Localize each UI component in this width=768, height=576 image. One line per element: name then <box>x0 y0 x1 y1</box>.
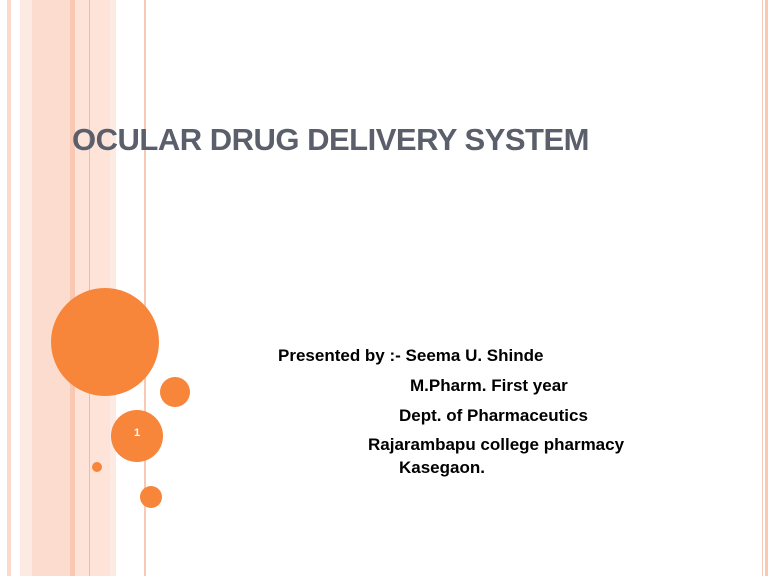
college-line: Rajarambapu college pharmacy <box>368 435 625 454</box>
presenter-line: Presented by :- Seema U. Shinde <box>278 346 544 365</box>
location-line: Kasegaon. <box>399 458 485 477</box>
degree-line: M.Pharm. First year <box>410 376 568 395</box>
slide-title: OCULAR DRUG DELIVERY SYSTEM <box>72 122 590 157</box>
slide-number: 1 <box>133 427 141 439</box>
department-line: Dept. of Pharmaceutics <box>399 406 588 425</box>
